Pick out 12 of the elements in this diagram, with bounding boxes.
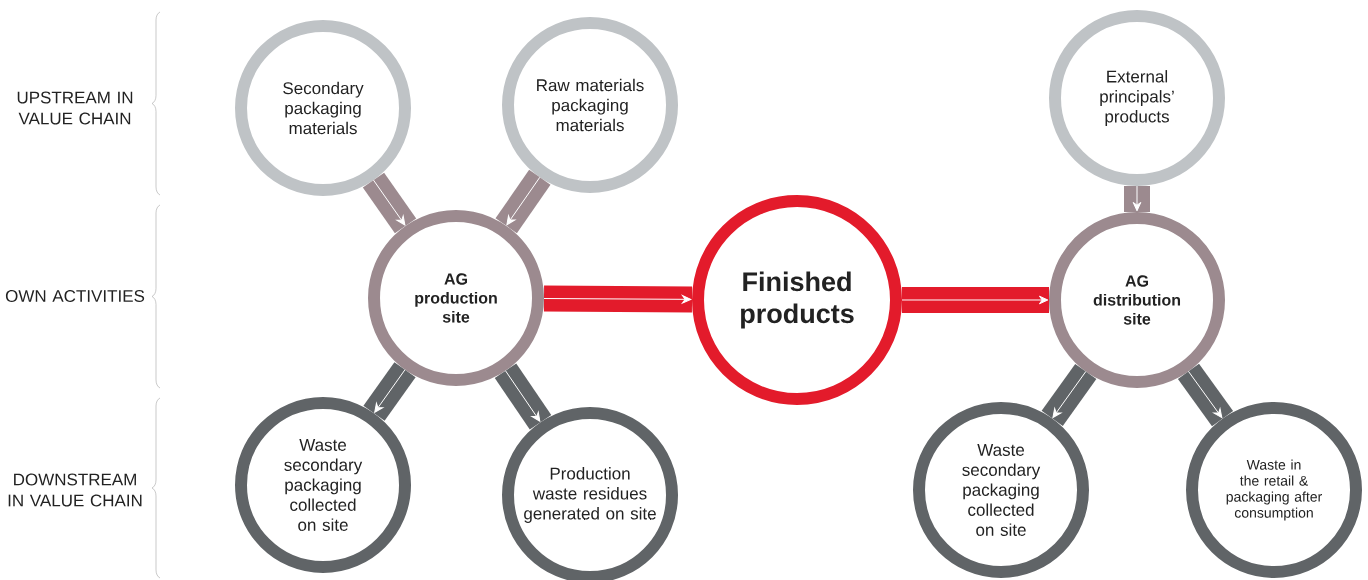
arrow: [1177, 363, 1234, 427]
arrow: [901, 287, 1049, 313]
arrow: [362, 172, 417, 234]
row-label: DOWNSTREAM IN VALUE CHAIN: [8, 473, 142, 507]
row-label: UPSTREAM IN VALUE CHAIN: [17, 91, 133, 125]
arrow: [363, 362, 416, 421]
arrow: [494, 363, 552, 430]
arrow: [1124, 185, 1150, 212]
arrow: [1041, 363, 1097, 426]
arrow: [495, 169, 551, 234]
arrow: [543, 285, 693, 313]
row-label: OWN ACTIVITIES: [5, 289, 145, 302]
